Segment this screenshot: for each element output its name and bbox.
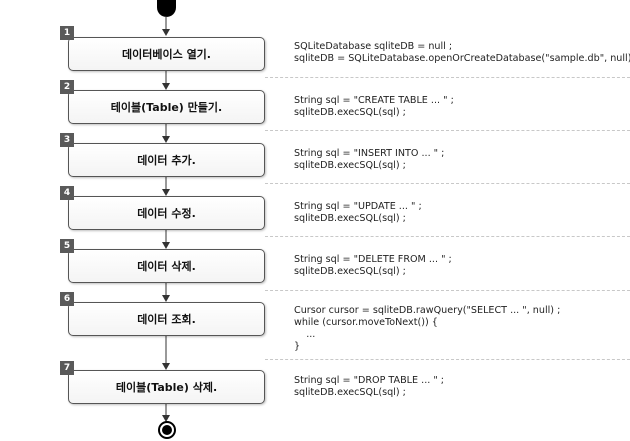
step-box-2: 테이블(Table) 만들기. xyxy=(68,90,265,124)
code-line: String sql = "INSERT INTO ... " ; xyxy=(294,148,445,159)
step-number-badge: 6 xyxy=(60,292,74,306)
code-snippet-7: String sql = "DROP TABLE ... " ;sqliteDB… xyxy=(294,375,630,399)
code-line: sqliteDB = SQLiteDatabase.openOrCreateDa… xyxy=(294,53,630,64)
code-line: String sql = "CREATE TABLE ... " ; xyxy=(294,95,454,106)
code-snippet-4: String sql = "UPDATE ... " ;sqliteDB.exe… xyxy=(294,201,630,225)
step-box-1: 데이터베이스 열기. xyxy=(68,37,265,71)
code-snippet-3: String sql = "INSERT INTO ... " ;sqliteD… xyxy=(294,148,630,172)
end-node-dot xyxy=(162,425,172,435)
step-number-badge: 7 xyxy=(60,361,74,375)
step-number-badge: 1 xyxy=(60,26,74,40)
divider xyxy=(265,77,630,78)
code-line: sqliteDB.execSQL(sql) ; xyxy=(294,387,406,398)
step-label: 데이터 수정. xyxy=(137,207,196,220)
step-number-badge: 5 xyxy=(60,239,74,253)
step-number-badge: 2 xyxy=(60,80,74,94)
divider xyxy=(265,359,630,360)
code-line: Cursor cursor = sqliteDB.rawQuery("SELEC… xyxy=(294,305,561,316)
step-box-6: 데이터 조회. xyxy=(68,302,265,336)
code-snippet-1: SQLiteDatabase sqliteDB = null ;sqliteDB… xyxy=(294,41,630,65)
code-line: sqliteDB.execSQL(sql) ; xyxy=(294,107,406,118)
step-label: 데이터 삭제. xyxy=(137,260,196,273)
code-line: while (cursor.moveToNext()) { xyxy=(294,317,438,328)
divider xyxy=(265,130,630,131)
step-box-5: 데이터 삭제. xyxy=(68,249,265,283)
step-box-3: 데이터 추가. xyxy=(68,143,265,177)
step-label: 데이터 조회. xyxy=(137,313,196,326)
step-number-badge: 3 xyxy=(60,133,74,147)
divider xyxy=(265,183,630,184)
step-label: 테이블(Table) 삭제. xyxy=(115,381,218,394)
code-line: sqliteDB.execSQL(sql) ; xyxy=(294,266,406,277)
code-line: String sql = "UPDATE ... " ; xyxy=(294,201,422,212)
divider xyxy=(265,290,630,291)
code-line: SQLiteDatabase sqliteDB = null ; xyxy=(294,41,453,52)
code-snippet-6: Cursor cursor = sqliteDB.rawQuery("SELEC… xyxy=(294,305,630,353)
start-node xyxy=(157,0,176,17)
step-number-badge: 4 xyxy=(60,186,74,200)
step-label: 테이블(Table) 만들기. xyxy=(110,101,223,114)
step-label: 데이터 추가. xyxy=(137,154,196,167)
code-line: String sql = "DELETE FROM ... " ; xyxy=(294,254,452,265)
code-line: String sql = "DROP TABLE ... " ; xyxy=(294,375,445,386)
code-line: sqliteDB.execSQL(sql) ; xyxy=(294,213,406,224)
step-box-4: 데이터 수정. xyxy=(68,196,265,230)
divider xyxy=(265,236,630,237)
end-node xyxy=(158,421,176,439)
step-label: 데이터베이스 열기. xyxy=(122,48,211,61)
code-snippet-2: String sql = "CREATE TABLE ... " ;sqlite… xyxy=(294,95,630,119)
code-line: sqliteDB.execSQL(sql) ; xyxy=(294,160,406,171)
code-line: } xyxy=(294,341,301,352)
code-snippet-5: String sql = "DELETE FROM ... " ;sqliteD… xyxy=(294,254,630,278)
code-line: ... xyxy=(294,329,316,340)
step-box-7: 테이블(Table) 삭제. xyxy=(68,370,265,404)
